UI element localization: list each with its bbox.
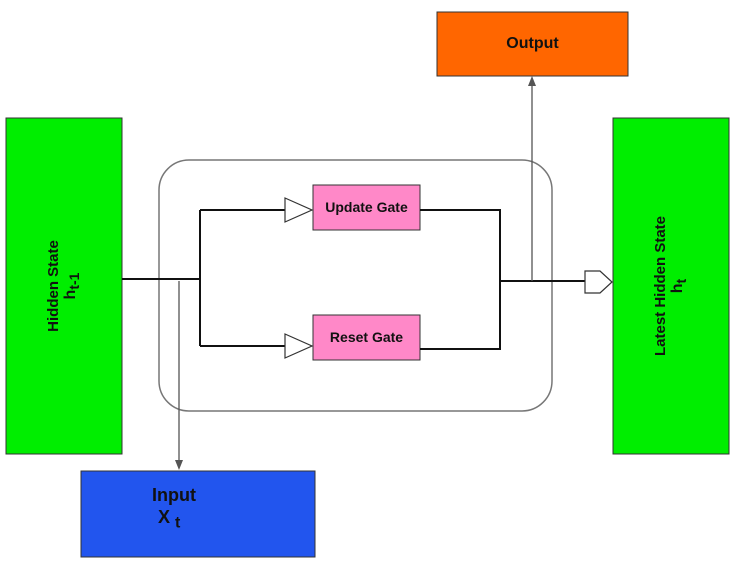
output-box xyxy=(436,11,629,77)
update-gate-box xyxy=(312,184,421,231)
gru-cell-container xyxy=(158,159,553,412)
reset-out-line xyxy=(420,281,501,350)
latest-hidden-state-label: Latest Hidden State xyxy=(651,215,669,357)
latest-hidden-state-box xyxy=(612,117,730,455)
reset-gate-box xyxy=(312,314,421,361)
input-label: Input xyxy=(152,485,196,505)
connector-lines xyxy=(122,209,585,350)
input-label-group: Input X t xyxy=(152,484,232,535)
update-gate-arrowhead xyxy=(284,197,314,223)
output-arrowhead xyxy=(528,76,536,86)
reset-gate-arrowhead xyxy=(284,333,314,359)
output-label: Output xyxy=(506,35,559,52)
update-gate-label: Update Gate xyxy=(325,199,408,215)
latest-hidden-state-label-group: Latest Hidden State ht xyxy=(652,216,690,356)
update-out-line xyxy=(420,209,501,281)
input-box xyxy=(80,470,316,558)
hidden-state-box xyxy=(5,117,123,455)
hidden-state-label: Hidden State xyxy=(44,240,62,332)
hidden-state-label-group: Hidden State ht-1 xyxy=(45,240,83,332)
reset-gate-label: Reset Gate xyxy=(329,329,404,345)
latest-hidden-state-symbol: ht xyxy=(668,278,690,294)
input-arrowhead xyxy=(175,460,183,470)
latest-hidden-arrowhead xyxy=(584,270,613,294)
input-symbol: X t xyxy=(158,507,181,532)
hidden-state-symbol: ht-1 xyxy=(61,272,83,300)
